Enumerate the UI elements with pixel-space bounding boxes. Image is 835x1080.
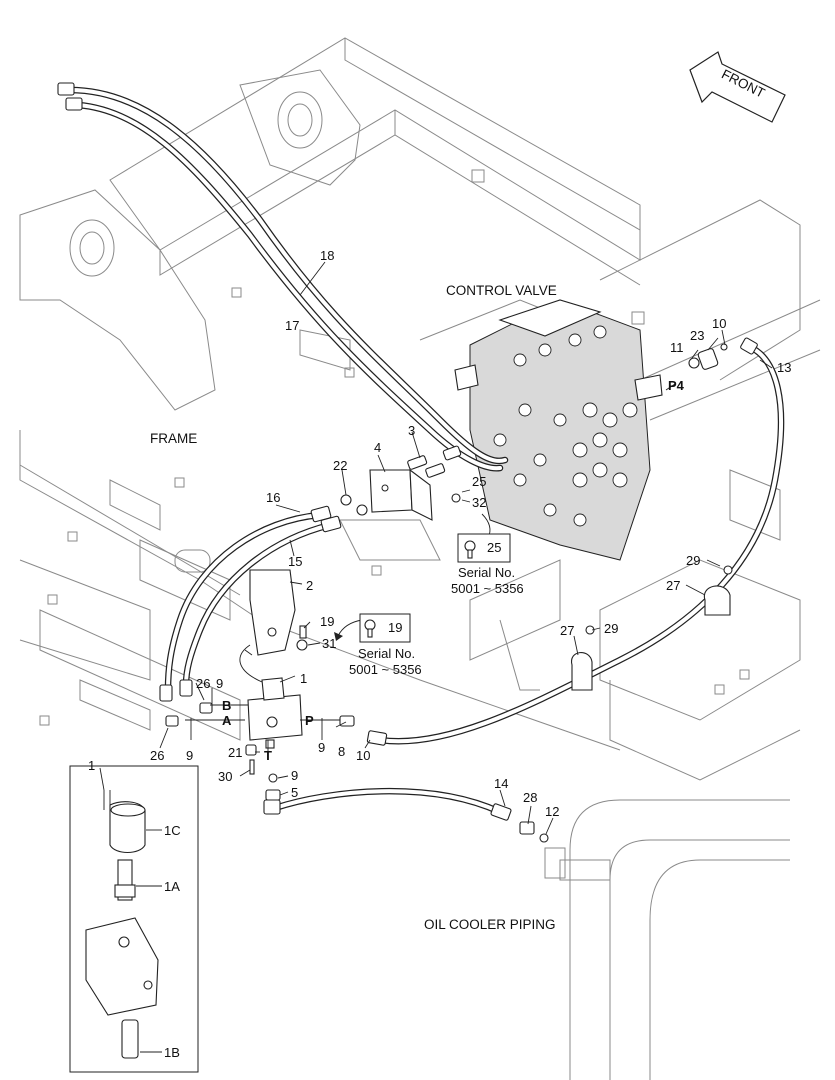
port-B-label: B	[222, 698, 231, 713]
port-T-label: T	[264, 748, 272, 763]
callout-8: 8	[338, 744, 345, 759]
detail-box-item-1	[69, 765, 199, 1073]
callout-9-right: 9	[318, 740, 325, 755]
callout-23: 23	[690, 328, 704, 343]
bracket-4	[340, 468, 461, 521]
callout-12: 12	[545, 804, 559, 819]
port-P-label: P	[305, 713, 314, 728]
callout-19: 19	[320, 614, 334, 629]
callout-1-detail: 1	[88, 758, 95, 773]
callout-numbers: 18 17 3 4 22 25 32 16 15 2 19 31 1 26 9 …	[88, 248, 791, 1060]
solenoid-valve-1	[239, 644, 303, 749]
callout-15: 15	[288, 554, 302, 569]
mounting-plate-2	[244, 569, 296, 656]
callout-29-right: 29	[686, 553, 700, 568]
serial-box-25-range: 5001 ~ 5356	[451, 581, 524, 596]
serial-box-19-range: 5001 ~ 5356	[349, 662, 422, 677]
serial-box-19-part: 19	[388, 620, 402, 635]
callout-18: 18	[320, 248, 334, 263]
front-direction-arrow: FRONT	[689, 51, 786, 123]
control-valve-label: CONTROL VALVE	[446, 283, 557, 298]
hose-clamps-27	[571, 565, 733, 691]
callout-11: 11	[670, 340, 684, 355]
callout-2: 2	[306, 578, 313, 593]
callout-28: 28	[523, 790, 537, 805]
callout-26-bottom: 26	[150, 748, 164, 763]
hoses	[66, 86, 785, 816]
callout-17: 17	[285, 318, 299, 333]
callout-30: 30	[218, 769, 232, 784]
callout-4: 4	[374, 440, 381, 455]
callout-1B: 1B	[164, 1045, 180, 1060]
oil-cooler-piping-label: OIL COOLER PIPING	[424, 917, 556, 932]
callout-10-low: 10	[356, 748, 370, 763]
callout-16: 16	[266, 490, 280, 505]
callout-1: 1	[300, 671, 307, 686]
serial-box-19-title: Serial No.	[358, 646, 415, 661]
control-valve	[454, 299, 663, 561]
callout-3: 3	[408, 423, 415, 438]
serial-box-25-part: 25	[487, 540, 501, 555]
callout-21: 21	[228, 745, 242, 760]
callout-27-right: 27	[666, 578, 680, 593]
frame-label: FRAME	[150, 431, 197, 446]
callout-5: 5	[291, 785, 298, 800]
serial-box-25: 25 Serial No. 5001 ~ 5356	[451, 533, 524, 596]
callout-31: 31	[322, 636, 336, 651]
callout-10-top: 10	[712, 316, 726, 331]
callout-14: 14	[494, 776, 508, 791]
callout-29-left: 29	[604, 621, 618, 636]
callout-32: 32	[472, 495, 486, 510]
callout-9-t: 9	[291, 768, 298, 783]
callout-1C: 1C	[164, 823, 181, 838]
callout-9-top: 9	[216, 676, 223, 691]
callout-26-top: 26	[196, 676, 210, 691]
port-A-label: A	[222, 713, 232, 728]
serial-box-25-title: Serial No.	[458, 565, 515, 580]
frame-structure	[19, 37, 821, 1080]
leader-lines	[99, 261, 773, 1053]
callout-1A: 1A	[164, 879, 180, 894]
callout-9-left: 9	[186, 748, 193, 763]
port-P4-label: P4	[668, 378, 685, 393]
hose-fittings	[57, 82, 758, 821]
callout-22: 22	[333, 458, 347, 473]
serial-box-19: 19 Serial No. 5001 ~ 5356	[349, 613, 422, 677]
callout-25: 25	[472, 474, 486, 489]
callout-13: 13	[777, 360, 791, 375]
callout-27-left: 27	[560, 623, 574, 638]
